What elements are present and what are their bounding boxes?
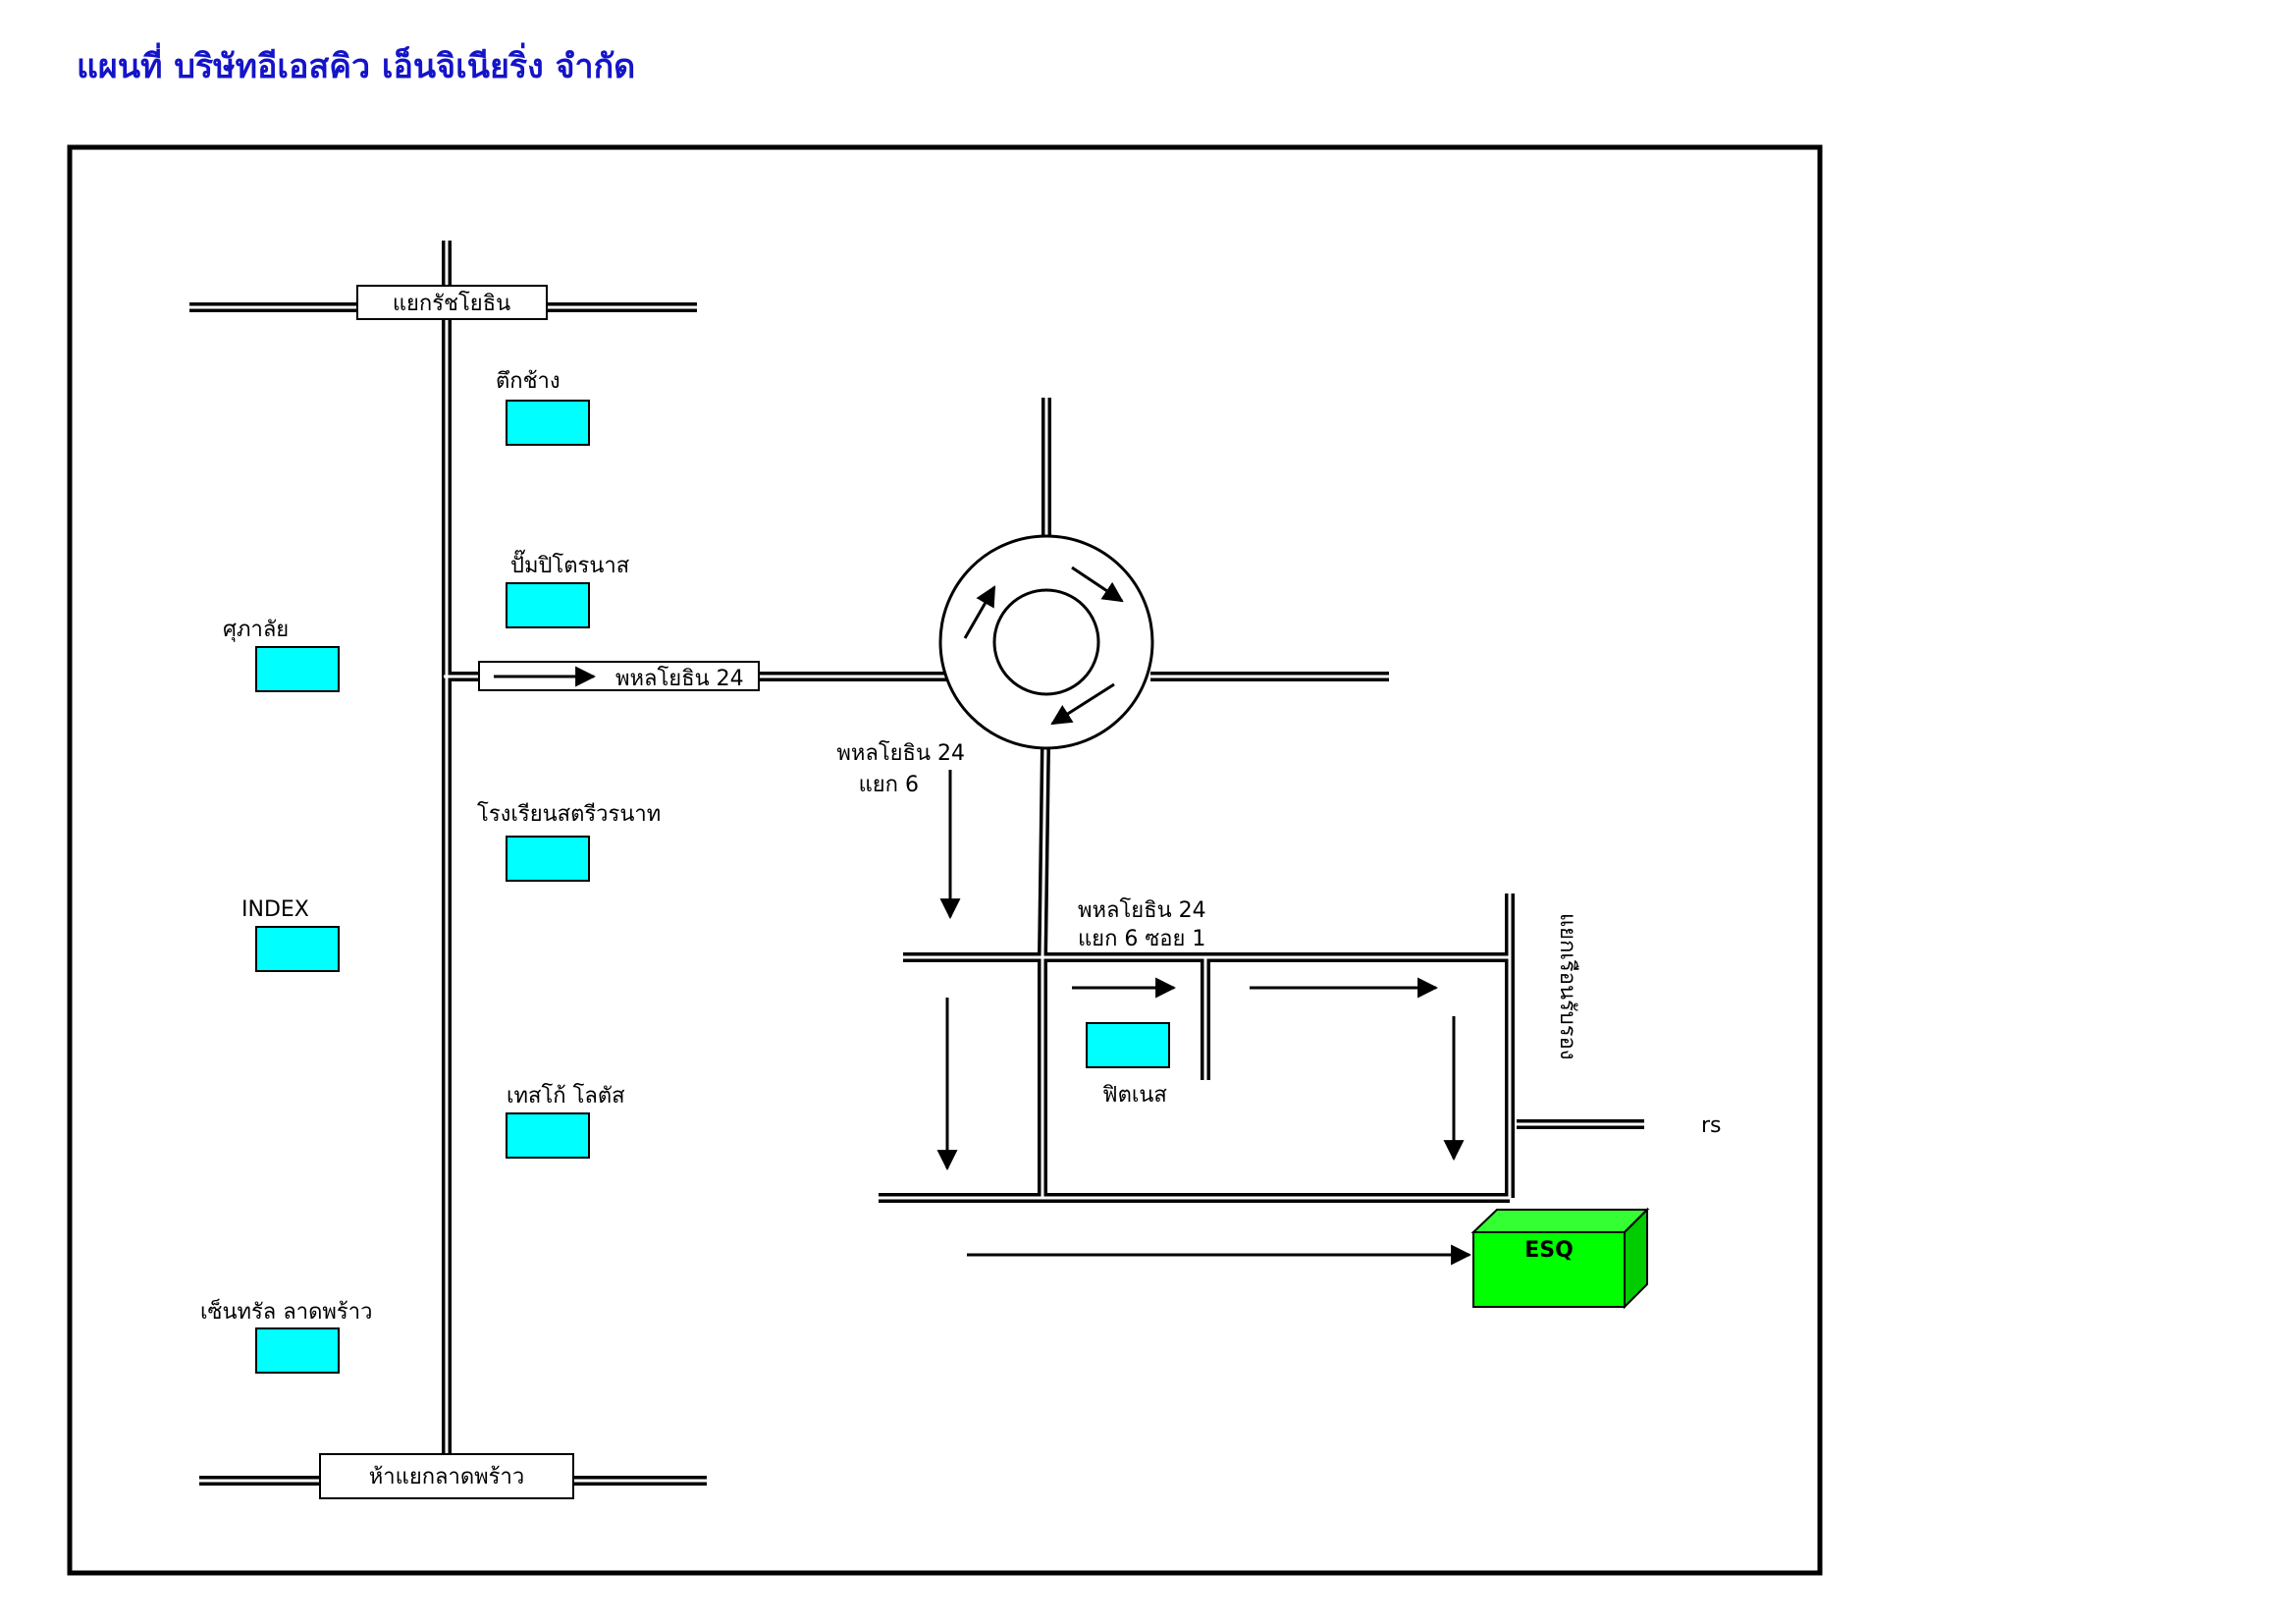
soi-6-1-label-line1: พหลโยธิน 24 [1078, 897, 1206, 923]
junction-label-ratchayothin: แยกรัชโยธิน [393, 291, 510, 316]
roads [189, 241, 1644, 1486]
map-frame [67, 144, 1823, 1576]
destination-esq: ESQ [1470, 1207, 1650, 1310]
map-title: แผนที่ บริษัทอีเอสคิว เอ็นจิเนียริ่ง จำก… [77, 47, 636, 86]
junction-label-lat-phrao: ห้าแยกลาดพร้าว [369, 1465, 524, 1489]
roundabout-arrow [1050, 682, 1115, 726]
destination-esq-label: ESQ [1524, 1238, 1574, 1263]
soi-6-label-line2: แยก 6 [859, 773, 919, 797]
landmark-label-fitness: ฟิตเนส [1102, 1083, 1167, 1108]
landmark-label-supalai: ศุภาลัย [223, 618, 289, 642]
phahonyothin-24-label: พหลโยธิน 24 [615, 666, 744, 691]
roundabout-arrow [1071, 566, 1124, 603]
landmark-tesco [506, 1112, 590, 1159]
landmark-index [255, 926, 340, 972]
rs-label: rs [1701, 1113, 1722, 1138]
landmark-label-tuk-chang: ตึกช้าง [496, 369, 561, 394]
landmark-tuk-chang [506, 400, 590, 446]
soi-6-label-line1: พหลโยธิน 24 [836, 740, 965, 766]
landmark-label-petronas: ปั๊มปิโตรนาส [510, 549, 630, 578]
landmark-petronas [506, 582, 590, 628]
destination-esq-front [1472, 1231, 1626, 1308]
landmark-label-central: เซ็นทรัล ลาดพร้าว [200, 1297, 372, 1325]
landmarks: ตึกช้าง ปั๊มปิโตรนาส ศุภาลัย โรงเรียนสตร… [200, 369, 1170, 1374]
roundabout [938, 534, 1154, 750]
route-arrows [936, 770, 1472, 1266]
road-labels: พหลโยธิน 24 แยก 6 พหลโยธิน 24 แยก 6 ซอย … [836, 740, 1721, 1138]
landmark-label-tesco: เทสโก้ โลตัส [507, 1083, 625, 1109]
junction-box-ratchayothin: แยกรัชโยธิน [356, 285, 548, 320]
road-phahonyothin [189, 241, 1644, 1486]
landmark-central [255, 1327, 340, 1374]
landmark-fitness [1086, 1022, 1170, 1068]
phahonyothin-24-box: พหลโยธิน 24 [478, 661, 760, 691]
landmark-supalai [255, 646, 340, 692]
landmark-label-index: INDEX [241, 897, 309, 922]
junction-box-lat-phrao: ห้าแยกลาดพร้าว [319, 1453, 574, 1499]
soi-6-1-label-line2: แยก 6 ซอย 1 [1078, 927, 1205, 951]
destination-esq-top [1470, 1209, 1650, 1233]
roundabout-arrow [963, 585, 996, 639]
landmark-label-school: โรงเรียนสตรีวรนาท [477, 801, 661, 827]
ruean-rap-rong-label: แยกเรือนรับรอง [1555, 913, 1579, 1060]
landmark-school [506, 836, 590, 882]
